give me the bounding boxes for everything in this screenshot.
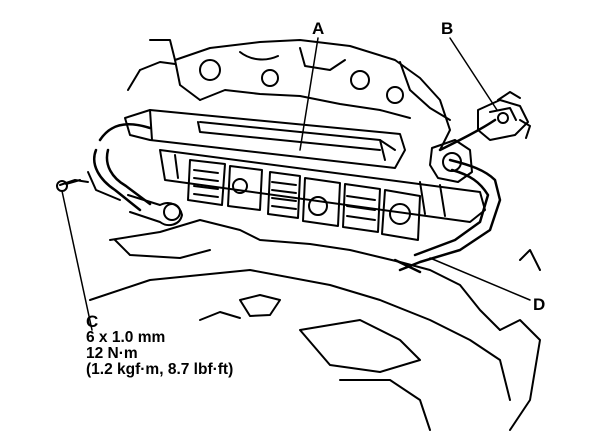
leader-line-a (299, 37, 319, 151)
leader-lines (61, 37, 531, 331)
ignition-coils (187, 159, 421, 241)
fastener-spec: 6 x 1.0 mm 12 N·m (1.2 kgf·m, 8.7 lbf·ft… (86, 330, 233, 378)
outlet-housing (429, 139, 473, 183)
cylinder-head-outline (127, 39, 451, 151)
leader-line-c (61, 190, 93, 331)
ignition-coil-cover (124, 109, 486, 223)
callout-label-a: A (312, 19, 325, 38)
callout-label-d: D (533, 295, 546, 314)
harness-connector (477, 91, 531, 141)
leader-line-d (429, 257, 531, 301)
callout-label-c: C (86, 312, 99, 331)
torque-value: 12 N·m (86, 345, 138, 362)
callout-label-b: B (441, 19, 454, 38)
wire-harness (93, 118, 502, 274)
torque-alternate-units: (1.2 kgf·m, 8.7 lbf·ft) (86, 361, 234, 378)
leader-line-b (449, 37, 498, 111)
bolt-size: 6 x 1.0 mm (86, 329, 166, 346)
left-hose (59, 171, 183, 227)
lower-engine-block (89, 219, 541, 431)
